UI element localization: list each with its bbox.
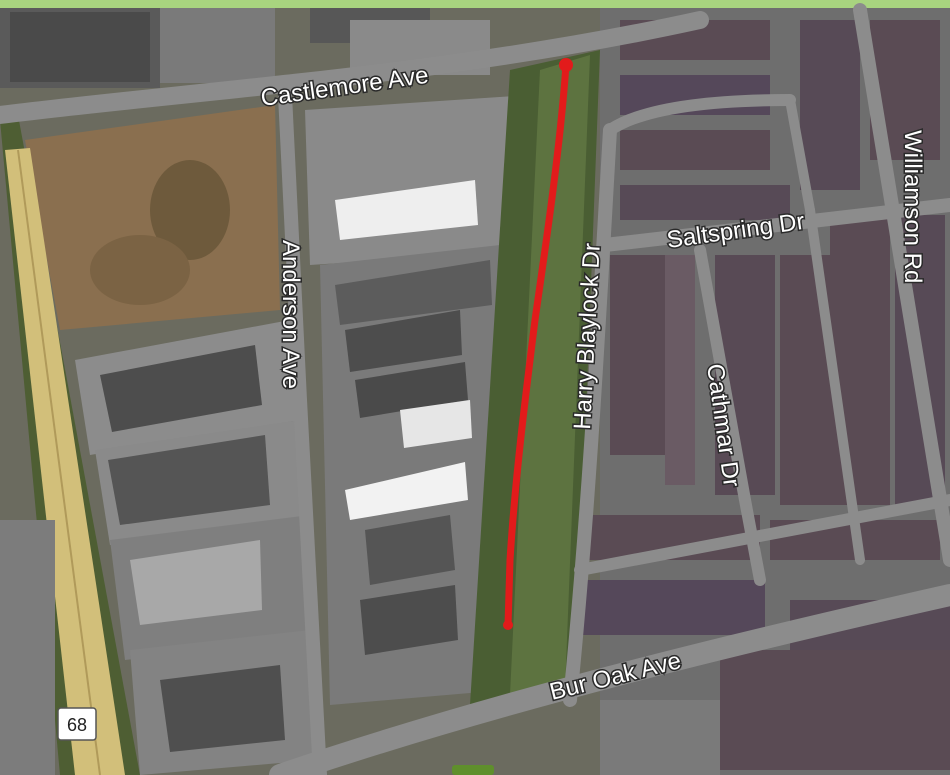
industrial-roof bbox=[130, 540, 262, 625]
industrial-roof bbox=[360, 585, 458, 655]
street-label-anderson: Anderson Ave bbox=[277, 240, 304, 389]
industrial-roof bbox=[160, 665, 285, 752]
industrial-roof bbox=[10, 12, 150, 82]
highway-68 bbox=[5, 148, 125, 775]
route-line bbox=[504, 61, 570, 629]
industrial-roof bbox=[335, 260, 492, 325]
industrial-roof bbox=[345, 310, 462, 372]
green-corridor-light bbox=[510, 55, 590, 695]
highway-shield-number: 68 bbox=[67, 715, 87, 735]
street-label-williamson: Williamson Rd bbox=[899, 130, 926, 283]
white-roof-building bbox=[400, 400, 472, 448]
highway-shield-icon: 68 bbox=[57, 707, 97, 741]
highway-lane-divider bbox=[17, 149, 101, 775]
route-end-marker-icon bbox=[503, 620, 513, 630]
industrial-roof bbox=[100, 345, 262, 432]
vacant-lot-patch bbox=[150, 160, 230, 260]
white-roof-building bbox=[345, 462, 468, 520]
vacant-lot-patch bbox=[90, 235, 190, 305]
industrial-roof bbox=[355, 362, 468, 418]
industrial-roof bbox=[108, 435, 270, 525]
map-control-icon[interactable] bbox=[452, 765, 494, 775]
industrial-roof bbox=[365, 515, 455, 585]
map-top-border bbox=[0, 0, 950, 8]
parking-lot bbox=[0, 520, 55, 775]
roads bbox=[0, 3, 950, 775]
white-roof-building bbox=[335, 180, 478, 240]
route-start-marker-icon bbox=[559, 58, 573, 72]
parking-lot bbox=[160, 8, 275, 83]
